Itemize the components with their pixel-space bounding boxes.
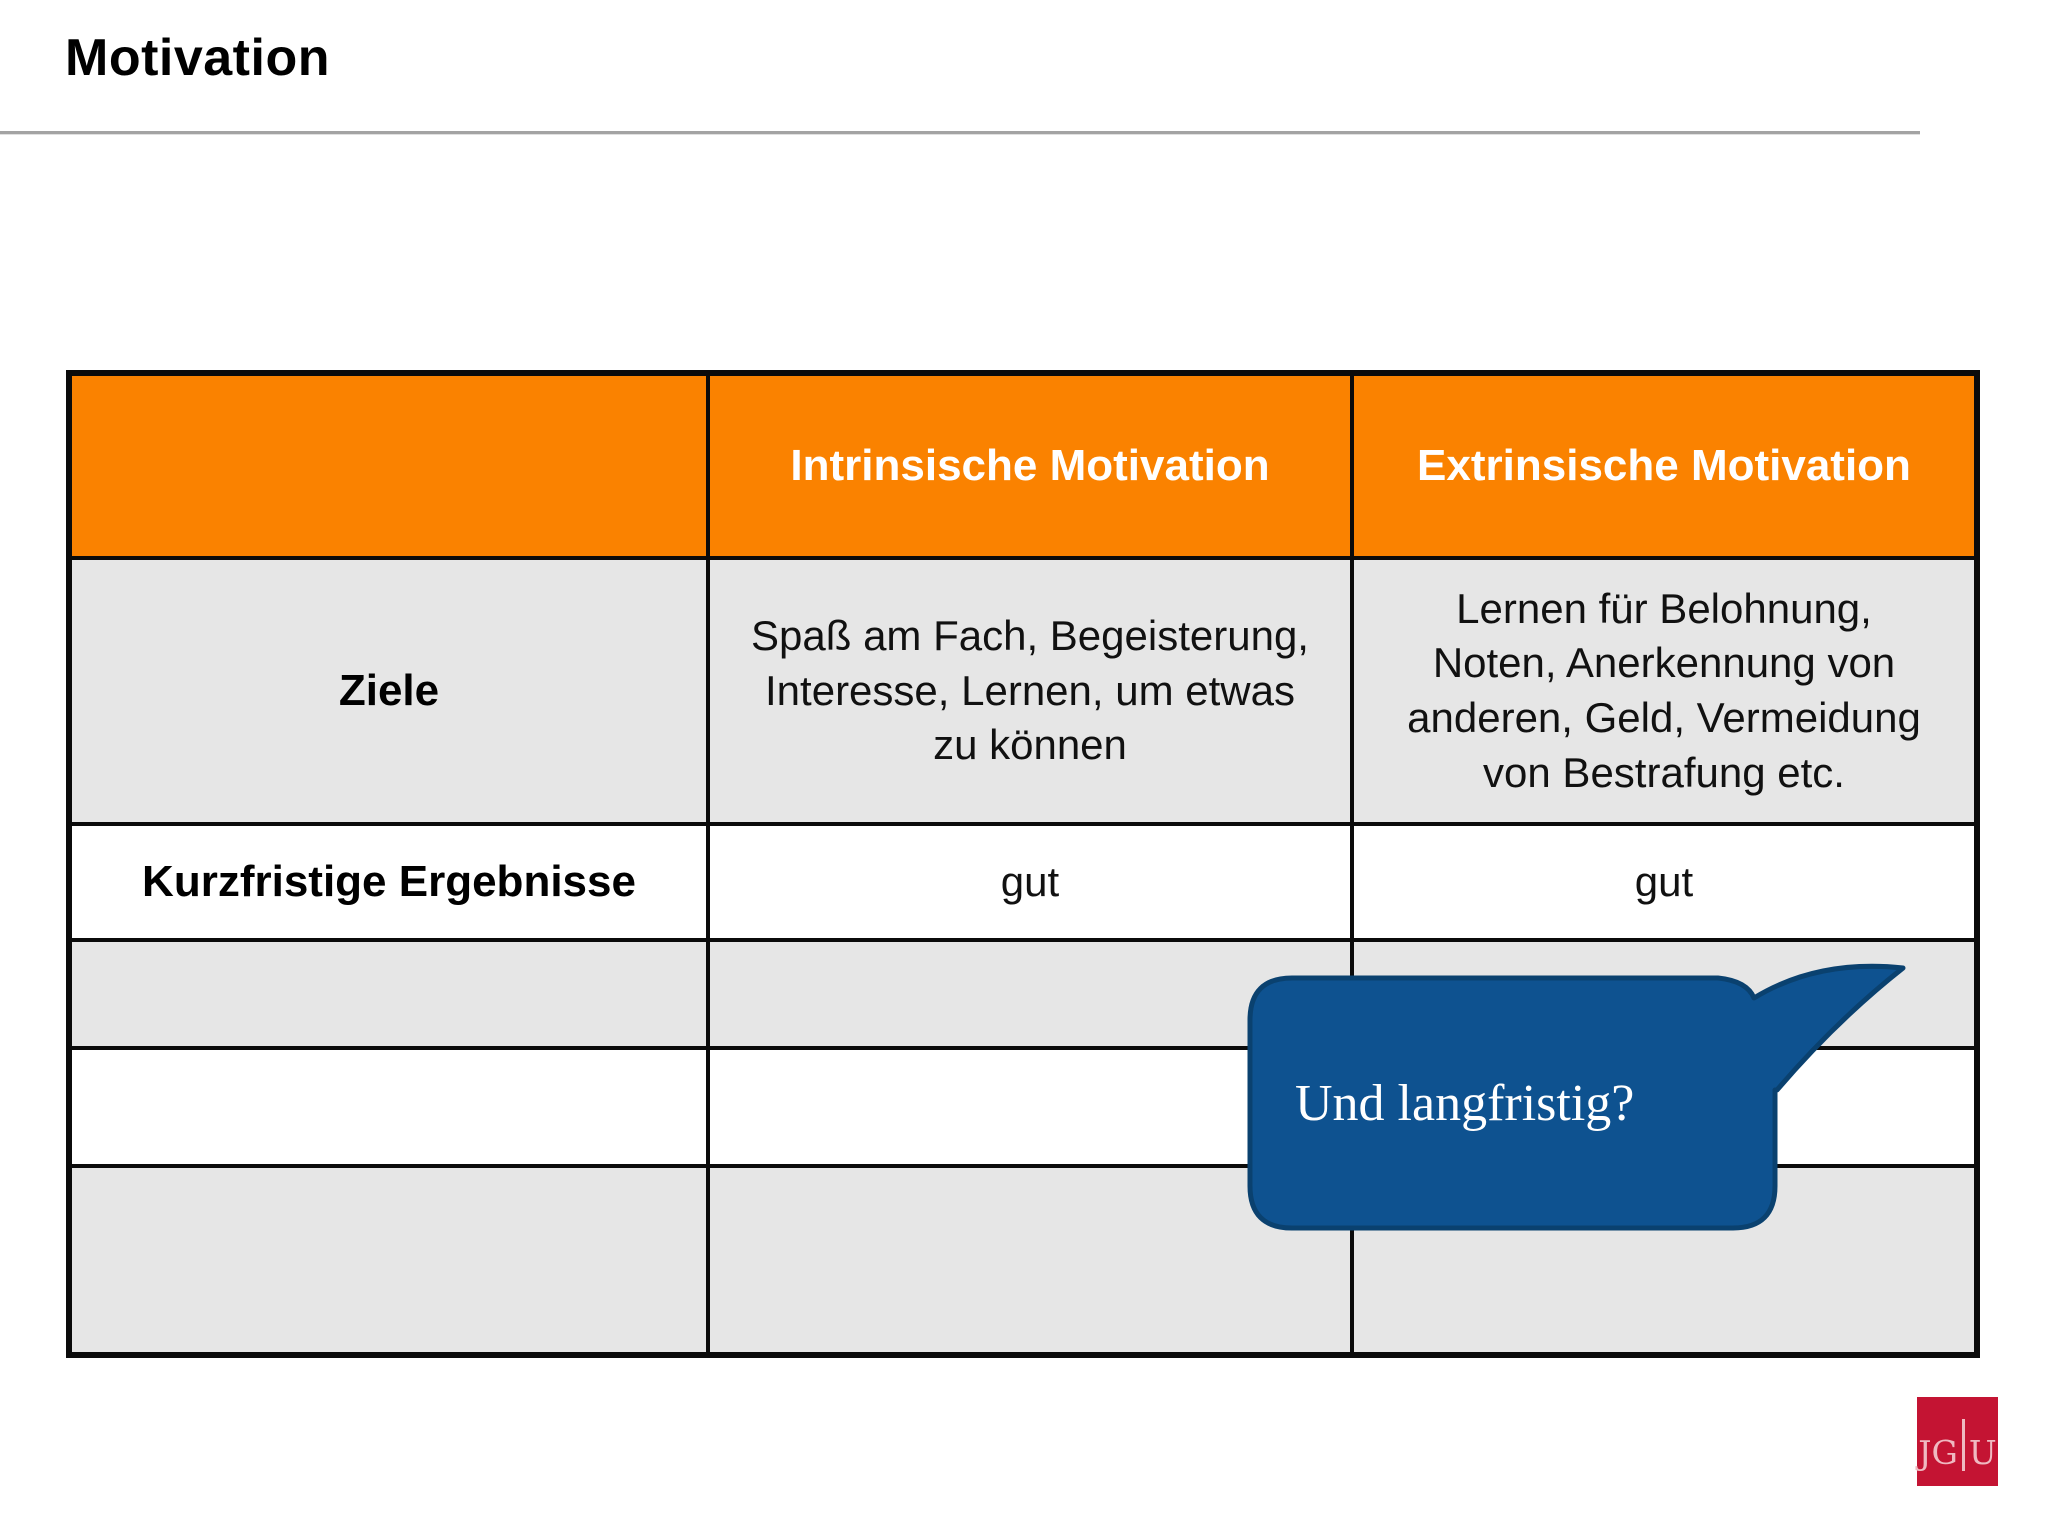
motivation-table: Intrinsische Motivation Extrinsische Mot… — [66, 370, 1980, 1358]
header-cell-empty — [72, 376, 706, 556]
table-row-ziele-label-cell: Ziele — [72, 560, 706, 822]
logo-letters-right: U — [1968, 1432, 1997, 1472]
logo-letters-left: JG — [1918, 1432, 1958, 1472]
logo-divider-bar — [1961, 1419, 1965, 1471]
table-row-ziele-extrinsic-cell: Lernen für Belohnung, Noten, Anerkennung… — [1354, 560, 1974, 822]
table-row-kurzfristig-extrinsic-cell: gut — [1354, 826, 1974, 938]
header-label-intrinsic: Intrinsische Motivation — [790, 441, 1270, 490]
speech-bubble-shape — [1247, 963, 1906, 1231]
speech-bubble-text: Und langfristig? — [1250, 978, 1775, 1228]
table-row-kurzfristig-label-cell: Kurzfristige Ergebnisse — [72, 826, 706, 938]
table-row-ziele-intrinsic-cell: Spaß am Fach, Begeisterung, Interesse, L… — [710, 560, 1350, 822]
table-row-empty1-label-cell — [72, 942, 706, 1046]
ziele-extrinsic-text: Lernen für Belohnung, Noten, Anerkennung… — [1407, 584, 1921, 796]
table-row-empty2-intrinsic-cell — [710, 1050, 1350, 1164]
kurzfristig-extrinsic-text: gut — [1634, 857, 1694, 905]
table-row-kurzfristig-intrinsic-cell: gut — [710, 826, 1350, 938]
header-cell-extrinsic: Extrinsische Motivation — [1354, 376, 1974, 556]
callout-question: Und langfristig? — [1295, 1074, 1635, 1132]
row-label-kurzfristig: Kurzfristige Ergebnisse — [142, 857, 636, 906]
row-label-ziele: Ziele — [338, 666, 440, 715]
page-title: Motivation — [65, 29, 330, 87]
table-row-empty3-intrinsic-cell — [710, 1168, 1350, 1352]
jgu-logo: JG U — [1917, 1397, 1998, 1486]
ziele-intrinsic-text: Spaß am Fach, Begeisterung, Interesse, L… — [751, 612, 1309, 769]
title-divider — [0, 131, 1920, 135]
header-label-extrinsic: Extrinsische Motivation — [1417, 441, 1911, 490]
table-row-empty1-intrinsic-cell — [710, 942, 1350, 1046]
table-row-empty2-label-cell — [72, 1050, 706, 1164]
table-row-empty3-label-cell — [72, 1168, 706, 1352]
kurzfristig-intrinsic-text: gut — [1000, 857, 1060, 905]
header-cell-intrinsic: Intrinsische Motivation — [710, 376, 1350, 556]
